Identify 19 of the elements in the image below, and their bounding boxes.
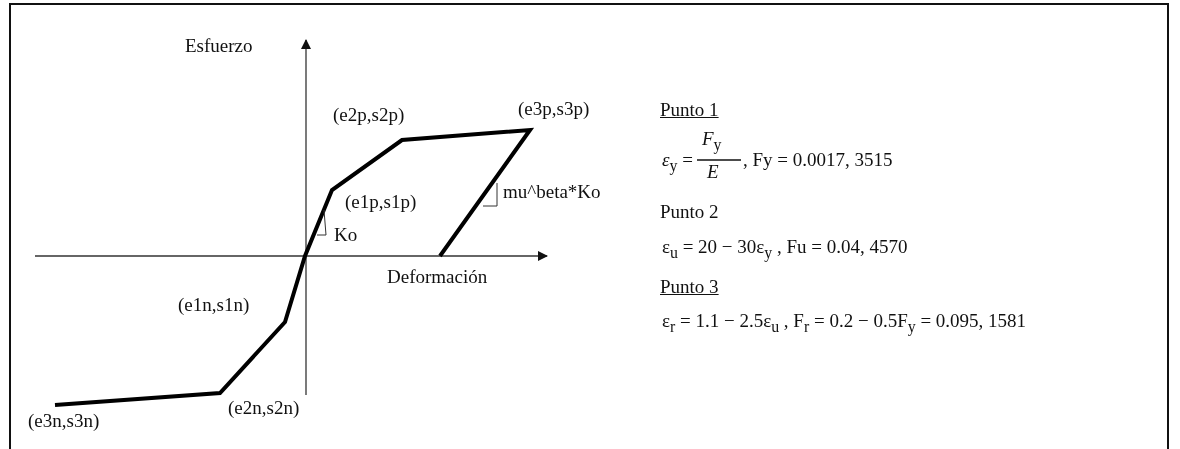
point-label: (e3n,s3n) [28, 410, 100, 432]
point-label: (e2p,s2p) [333, 104, 405, 126]
point-label: (e2n,s2n) [228, 397, 300, 419]
section-heading: Punto 3 [660, 276, 719, 298]
point-label: (e1n,s1n) [178, 294, 250, 316]
slope-label: mu^beta*Ko [503, 181, 601, 203]
section-heading: Punto 1 [660, 99, 719, 121]
point-label: (e1p,s1p) [345, 191, 417, 213]
formula: ε$_{y}$ = [662, 149, 693, 175]
axis-label: Deformación [387, 266, 488, 288]
formula: E [707, 161, 719, 183]
formula: F$_{y}$ [702, 128, 722, 154]
formula: ε$_{r}$ = 1.1 − 2.5ε$_{u}$ , F$_{r}$ = 0.2 − 0.5F$_{y}$ = 0.095, 1581 [662, 310, 1027, 336]
formula: , Fy = 0.0017, 3515 [743, 149, 893, 171]
section-heading: Punto 2 [660, 201, 719, 223]
point-label: (e3p,s3p) [518, 98, 590, 120]
formula: ε$_{u}$ = 20 − 30ε$_{y}$ , Fu = 0.04, 4570 [662, 236, 908, 262]
slope-label: Ko [334, 224, 358, 246]
axis-label: Esfuerzo [185, 35, 253, 57]
